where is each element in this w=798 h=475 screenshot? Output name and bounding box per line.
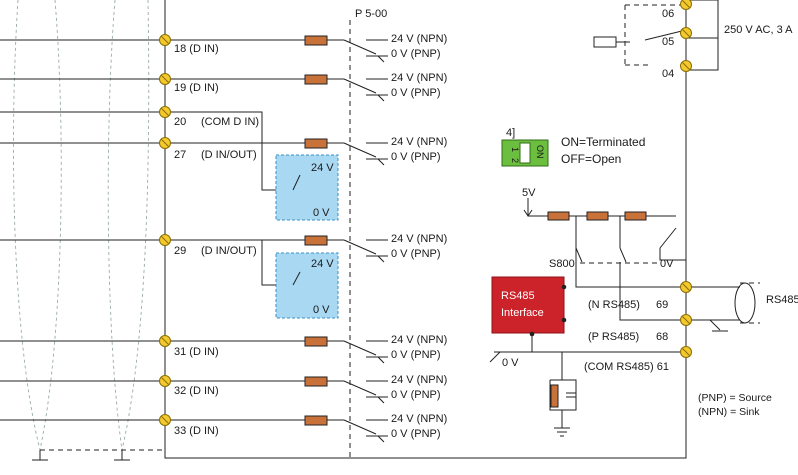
npn-label: 24 V (NPN) [391, 33, 447, 45]
box27-24v: 24 V [311, 162, 334, 174]
terminal-20 [159, 106, 171, 118]
terminal-27-desc: (D IN/OUT) [201, 149, 257, 161]
terminal-32 [159, 375, 171, 387]
rs485-p-label: (P RS485) [588, 331, 639, 343]
rs485-interface-line1: RS485 [501, 290, 535, 302]
box29-24v: 24 V [311, 258, 334, 270]
relay-05: 05 [662, 36, 674, 48]
rs485-n-label: (N RS485) [588, 299, 640, 311]
terminal-27 [159, 137, 171, 149]
switch-label-on: ON [535, 145, 545, 159]
terminal-06 [680, 0, 692, 10]
terminal-20-label: 20 [174, 116, 186, 128]
terminal-29 [159, 234, 171, 246]
npn-label: 24 V (NPN) [391, 136, 447, 148]
npn-label: 24 V (NPN) [391, 413, 447, 425]
pnp-label: 0 V (PNP) [391, 87, 441, 99]
pnp-label: 0 V (PNP) [391, 248, 441, 260]
terminal-18-label: 18 (D IN) [174, 43, 219, 55]
interface-dots [529, 284, 567, 337]
input-resistor [304, 35, 328, 46]
pnp-label: 0 V (PNP) [391, 349, 441, 361]
terminal-29-label: 29 [174, 245, 186, 257]
rs485-interface-block [491, 276, 565, 334]
input-wires [0, 39, 305, 421]
bus-termination-switch[interactable]: 1 2 ON [501, 139, 549, 167]
pnp-label: 0 V (PNP) [391, 48, 441, 60]
terminal-19-label: 19 (D IN) [174, 82, 219, 94]
legend-pnp: (PNP) = Source [698, 392, 772, 404]
rs485-0v-left: 0 V [502, 357, 519, 369]
terminal-20-desc: (COM D IN) [201, 116, 259, 128]
box27-0v: 0 V [313, 207, 330, 219]
terminal-33-label: 33 (D IN) [174, 425, 219, 437]
terminal-33 [159, 414, 171, 426]
npn-label: 24 V (NPN) [391, 233, 447, 245]
supply-box-27 [275, 154, 339, 221]
terminal-32-label: 32 (D IN) [174, 385, 219, 397]
rs485-section [489, 198, 760, 437]
terminal-68 [680, 314, 692, 326]
supply-box-29 [275, 252, 339, 319]
terminal-31 [159, 335, 171, 347]
control-board-outline [164, 0, 687, 459]
pnp-label: 0 V (PNP) [391, 428, 441, 440]
right-terminals [680, 0, 692, 358]
pnp-label: 0 V (PNP) [391, 151, 441, 163]
bus-term-on: ON=Terminated [561, 135, 645, 149]
rs485-5v: 5V [522, 187, 536, 199]
switch-label-2: 2 [510, 158, 520, 163]
input-resistor [304, 138, 328, 149]
terminal-29-desc: (D IN/OUT) [201, 245, 257, 257]
terminal-69 [680, 281, 692, 293]
p500-label: P 5-00 [355, 8, 387, 20]
left-terminals [159, 34, 171, 426]
input-resistor [304, 415, 328, 426]
relay-rating: 250 V AC, 3 A [724, 24, 793, 36]
pnp-label: 0 V (PNP) [391, 389, 441, 401]
rs485-ext-label: RS485 [766, 294, 798, 306]
switch-label-1: 1 [510, 147, 520, 152]
rs485-0v-right: 0V [660, 258, 674, 270]
rs485-com-label: (COM RS485) 61 [584, 361, 669, 373]
terminal-04 [680, 60, 692, 72]
rs485-interface-line2: Interface [501, 307, 544, 319]
input-resistor [304, 376, 328, 387]
npn-label: 24 V (NPN) [391, 72, 447, 84]
terminal-05 [680, 27, 692, 39]
terminal-27-label: 27 [174, 149, 186, 161]
rs485-s800: S800 [549, 258, 575, 270]
bus-term-number: 4] [506, 127, 515, 139]
input-resistor [304, 235, 328, 246]
switch-rows: 24 V (NPN) 0 V (PNP) 24 V (NPN) 0 V (PNP) 24… [304, 33, 447, 443]
rs485-p-num: 68 [656, 331, 668, 343]
terminal-19 [159, 73, 171, 85]
npn-label: 24 V (NPN) [391, 334, 447, 346]
input-resistor [304, 336, 328, 347]
relay [593, 0, 719, 71]
bus-term-off: OFF=Open [561, 152, 621, 166]
rs485-n-num: 69 [656, 299, 668, 311]
terminal-18 [159, 34, 171, 46]
terminal-31-label: 31 (D IN) [174, 346, 219, 358]
input-resistor [304, 74, 328, 85]
npn-label: 24 V (NPN) [391, 374, 447, 386]
relay-06: 06 [662, 8, 674, 20]
box29-0v: 0 V [313, 304, 330, 316]
field-cables [13, 0, 165, 461]
relay-04: 04 [662, 68, 674, 80]
legend-npn: (NPN) = Sink [698, 406, 760, 418]
terminal-61 [680, 346, 692, 358]
